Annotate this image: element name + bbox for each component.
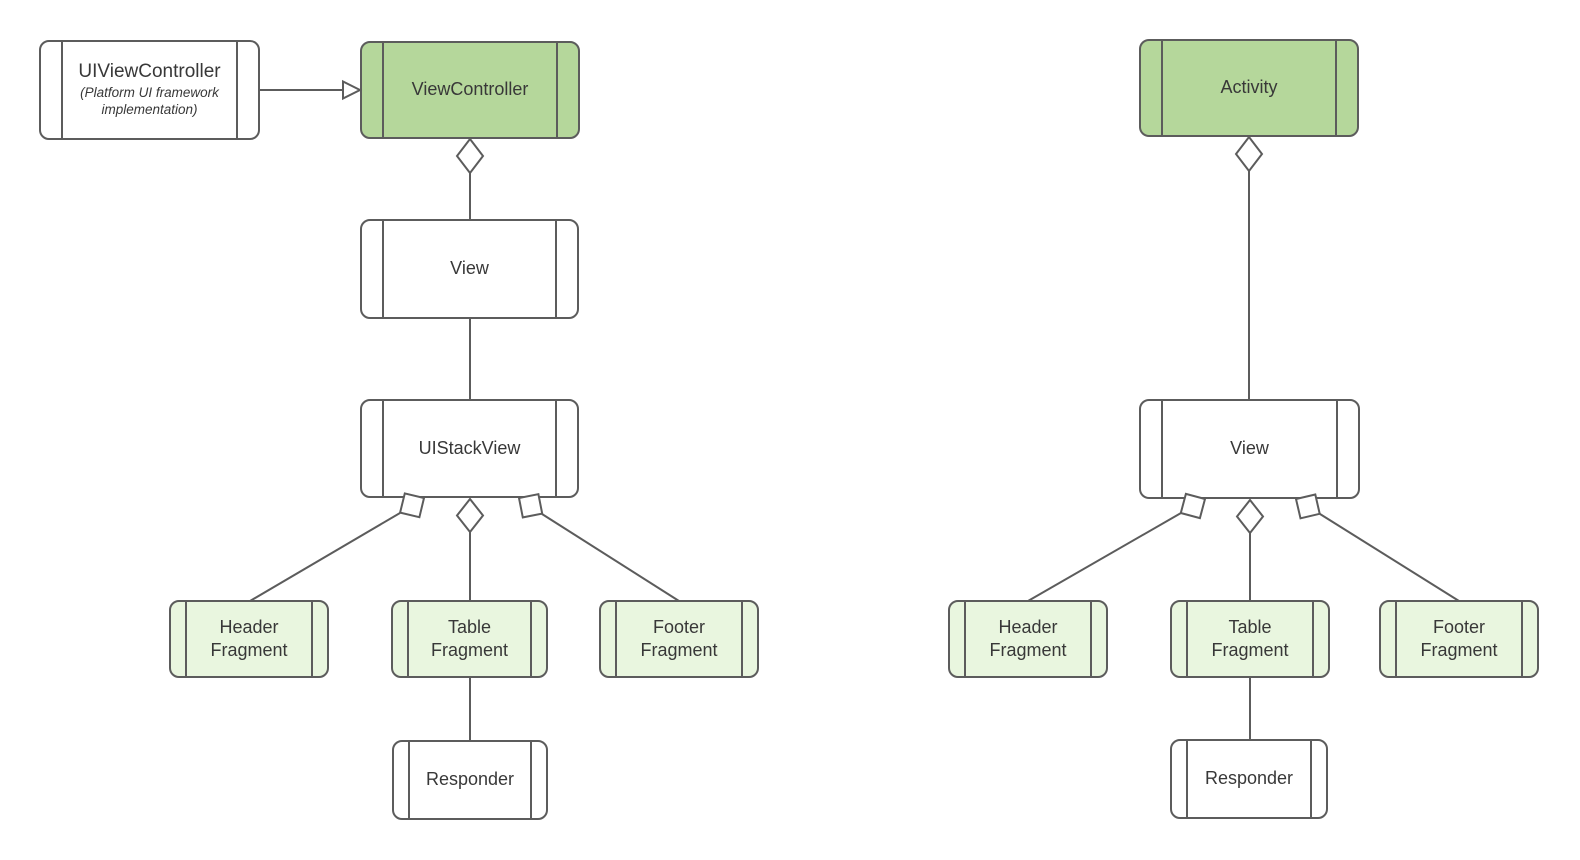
component-bar xyxy=(61,42,63,138)
component-bar xyxy=(407,602,409,676)
component-bar xyxy=(555,221,557,317)
node-label: View xyxy=(450,258,489,279)
node-label: Footer Fragment xyxy=(1420,616,1498,660)
node-label: Header Fragment xyxy=(210,616,288,660)
node-label: Table Fragment xyxy=(1211,616,1289,660)
node-responder-right: Responder xyxy=(1170,739,1328,819)
node-footer-fragment-right: Footer Fragment xyxy=(1379,600,1539,678)
component-bar xyxy=(1186,741,1188,817)
node-view-right: View xyxy=(1139,399,1360,499)
component-bar xyxy=(236,42,238,138)
node-activity: Activity xyxy=(1139,39,1359,137)
component-bar xyxy=(382,401,384,496)
node-label: UIStackView xyxy=(418,437,521,458)
component-bar xyxy=(1521,602,1523,676)
aggregation-diamond-icon xyxy=(455,497,485,534)
node-responder-left: Responder xyxy=(392,740,548,820)
node-footer-fragment-left: Footer Fragment xyxy=(599,600,759,678)
aggregation-diamond-icon xyxy=(1234,135,1264,173)
node-subtitle: (Platform UI framework implementation) xyxy=(80,85,219,117)
aggregation-diamond-icon xyxy=(1235,498,1265,535)
node-label: Footer Fragment xyxy=(640,616,718,660)
component-bar xyxy=(1161,401,1163,497)
node-label: Header Fragment xyxy=(989,616,1067,660)
component-bar xyxy=(408,742,410,818)
node-label: Responder xyxy=(425,769,515,790)
component-bar xyxy=(615,602,617,676)
node-label: ViewController xyxy=(411,79,529,100)
component-bar xyxy=(964,602,966,676)
node-uiviewcontroller-text: UIViewController (Platform UI framework … xyxy=(41,61,258,119)
node-uistackview: UIStackView xyxy=(360,399,579,498)
component-bar xyxy=(1395,602,1397,676)
node-table-fragment-left: Table Fragment xyxy=(391,600,548,678)
component-bar xyxy=(185,602,187,676)
edge-uistackview-header-fragment xyxy=(249,512,401,602)
component-bar xyxy=(530,602,532,676)
node-header-fragment-left: Header Fragment xyxy=(169,600,329,678)
edge-view-header-fragment xyxy=(1027,512,1182,602)
component-bar xyxy=(1336,401,1338,497)
component-bar xyxy=(1312,602,1314,676)
edge-uistackview-footer-fragment xyxy=(541,513,680,602)
node-uiviewcontroller: UIViewController (Platform UI framework … xyxy=(39,40,260,140)
component-bar xyxy=(1090,602,1092,676)
component-bar xyxy=(1161,41,1163,135)
node-label: Table Fragment xyxy=(430,616,509,660)
component-bar xyxy=(556,43,558,137)
generalization-arrowhead-icon xyxy=(342,79,363,101)
node-header-fragment-right: Header Fragment xyxy=(948,600,1108,678)
component-bar xyxy=(530,742,532,818)
node-label: View xyxy=(1230,438,1269,459)
aggregation-diamond-icon xyxy=(455,137,485,175)
component-bar xyxy=(555,401,557,496)
component-bar xyxy=(1335,41,1337,135)
node-view-left: View xyxy=(360,219,579,319)
component-bar xyxy=(382,221,384,317)
node-label: Activity xyxy=(1220,77,1278,98)
node-table-fragment-right: Table Fragment xyxy=(1170,600,1330,678)
node-label: Responder xyxy=(1204,768,1294,789)
component-bar xyxy=(1310,741,1312,817)
node-title: UIViewController xyxy=(78,61,221,83)
component-bar xyxy=(382,43,384,137)
node-viewcontroller: ViewController xyxy=(360,41,580,139)
component-bar xyxy=(311,602,313,676)
component-bar xyxy=(741,602,743,676)
edge-view-footer-fragment xyxy=(1319,513,1460,602)
component-bar xyxy=(1186,602,1188,676)
